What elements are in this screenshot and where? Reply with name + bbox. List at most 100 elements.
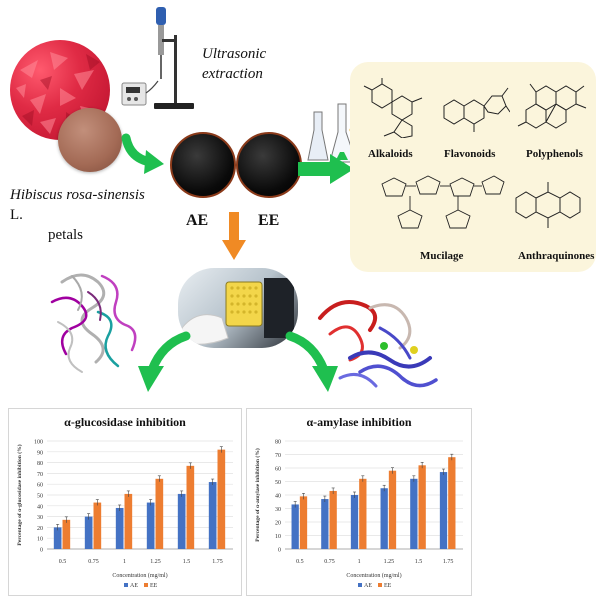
bar-ae [410,478,418,549]
y-tick-label: 40 [37,504,43,510]
plant-label: Hibiscus rosa-sinensis L. petals [10,185,150,245]
x-tick-label: 0.5 [296,559,304,565]
alpha-amylase-protein-illustration [318,300,438,388]
bar-ee [448,457,456,549]
arrow-to-extracts [121,133,164,174]
bar-ee [155,478,164,549]
y-tick-label: 0 [278,548,281,554]
x-tick-label: 0.75 [88,559,99,565]
y-tick-label: 60 [37,483,43,489]
legend-label-ee: EE [384,583,392,589]
extraction-label-line2: extraction [202,66,263,82]
glucosidase-chart: α-glucosidase inhibition 0 10 20 30 40 50 60 70… [8,408,242,596]
microplate-assay-image [178,268,298,348]
bar-ae [115,507,124,549]
amylase-chart-title: α-amylase inhibition [306,415,412,429]
x-tick-label: 1.5 [415,559,423,565]
y-tick-label: 90 [37,450,43,456]
bar-ee [124,493,133,549]
ae-extract-image [170,132,236,198]
bar-ae [177,493,186,549]
x-tick-label: 0.75 [324,559,335,565]
x-tick-label: 1 [123,559,126,565]
ae-label: AE [186,212,209,229]
arrow-to-compounds [298,154,354,184]
bar-ee [217,449,226,549]
legend-label-ae: AE [130,583,138,589]
x-tick-label: 1.25 [150,559,161,565]
mucilage-structure-icon [381,175,505,229]
x-axis-label: Concentration (mg/ml) [112,572,167,579]
y-axis-label: Percentage of α-glucosidase inhibition (… [16,444,23,545]
flavonoid-structure-icon [443,87,510,132]
y-tick-label: 30 [37,515,43,521]
polyphenol-structure-icon [517,83,587,129]
plant-part: petals [48,227,83,243]
compounds-panel: Alkaloids Flavonoids Polyphenols [350,62,596,272]
x-tick-label: 0.5 [59,559,67,565]
bar-ae [321,499,329,549]
arrow-to-assay [222,212,246,260]
legend-swatch-ae [124,583,128,587]
y-tick-label: 70 [275,453,281,459]
legend-swatch-ae [358,583,362,587]
alkaloid-structure-icon [363,78,423,138]
bar-ae [208,482,217,549]
bar-ee [62,519,71,549]
mucilage-label: Mucilage [420,250,464,262]
bar-ee [329,490,337,549]
y-tick-label: 30 [275,507,281,513]
bar-ee [186,465,195,549]
y-tick-label: 40 [275,494,281,500]
y-tick-label: 0 [40,548,43,554]
arrow-to-glucosidase-chart [138,331,191,392]
legend-swatch-ee [378,583,382,587]
y-tick-label: 60 [275,467,281,473]
alkaloids-label: Alkaloids [368,148,413,160]
plant-name: Hibiscus rosa-sinensis [10,187,145,203]
y-tick-label: 50 [275,480,281,486]
y-tick-label: 100 [34,440,43,446]
alpha-glucosidase-protein-illustration [50,273,137,373]
bar-ae [350,495,359,549]
flavonoids-label: Flavonoids [444,148,496,160]
y-axis-label: Percentage of α-amylase inhibition (%) [254,448,261,542]
anthraquinone-structure-icon [515,182,581,228]
y-tick-label: 20 [275,521,281,527]
bar-ae [380,488,388,549]
x-tick-label: 1.25 [384,559,395,565]
ee-label: EE [258,212,280,229]
x-tick-label: 1.75 [443,559,454,565]
plant-authority: L. [10,207,23,223]
x-tick-label: 1 [358,559,361,565]
y-tick-label: 10 [37,537,43,543]
legend-label-ee: EE [150,583,158,589]
extraction-label: Ultrasonic extraction [202,44,266,84]
bar-ae [53,527,62,549]
y-tick-label: 10 [275,534,281,540]
y-tick-label: 50 [37,494,43,500]
bar-ae [291,504,299,549]
bar-ae [84,516,93,549]
y-tick-label: 80 [37,461,43,467]
y-tick-label: 80 [275,440,281,446]
bar-ae [146,502,155,549]
bar-ae [439,472,448,549]
powder-image [58,108,122,172]
amylase-chart: α-amylase inhibition 0 10 20 30 40 50 60 70 80 0.… [246,408,472,596]
anthraquinones-label: Anthraquinones [518,250,595,262]
legend-swatch-ee [144,583,148,587]
arrow-to-amylase-chart [285,331,338,392]
y-tick-label: 20 [37,526,43,532]
legend-label-ae: AE [364,583,372,589]
bar-ee [93,502,102,549]
y-tick-label: 70 [37,472,43,478]
glucosidase-chart-title: α-glucosidase inhibition [64,415,186,429]
bar-ee [418,465,426,549]
bar-ee [299,496,308,549]
x-axis-label: Concentration (mg/ml) [346,572,401,579]
bar-ee [388,470,397,549]
extraction-label-line1: Ultrasonic [202,46,267,62]
x-tick-label: 1.75 [212,559,223,565]
